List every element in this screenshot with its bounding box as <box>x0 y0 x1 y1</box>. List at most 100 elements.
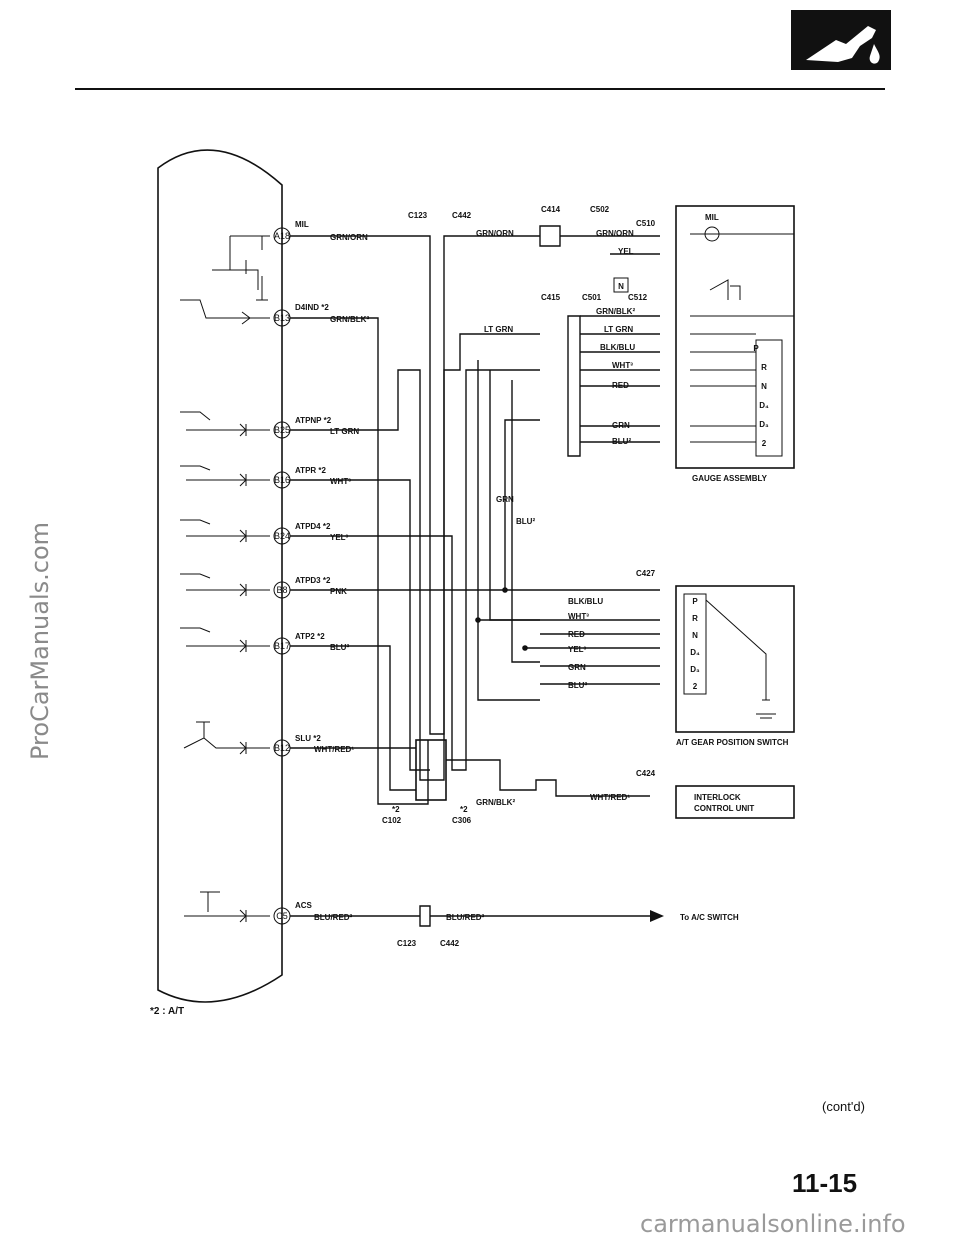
wire-b17: BLU² <box>330 643 349 652</box>
conn-c502: C502 <box>590 205 610 214</box>
signal-acs: ACS <box>295 901 313 910</box>
inline-connectors <box>415 315 581 801</box>
gauge-pos-d3: D₃ <box>759 420 769 429</box>
gs-wire-yel3: YEL³ <box>568 645 587 654</box>
gauge-wires <box>580 235 660 443</box>
wire-label-blu-red-right: BLU/RED² <box>446 913 485 922</box>
wire-label-blk-blu: BLK/BLU <box>600 343 635 352</box>
pin-c5-id: C5 <box>276 911 288 921</box>
conn-star-c306: *2 <box>460 805 468 814</box>
wire-c5: BLU/RED² <box>314 913 353 922</box>
gauge-pos-2: 2 <box>762 439 767 448</box>
conn-c510: C510 <box>636 219 656 228</box>
pin-b12-id: B12 <box>274 743 290 753</box>
signal-atp2: ATP2 *2 <box>295 632 325 641</box>
fuel-nozzle-icon <box>791 10 891 70</box>
signal-atpr: ATPR *2 <box>295 466 327 475</box>
gauge-pos-r: R <box>761 363 767 372</box>
gs-pos-d3: D₃ <box>690 665 700 674</box>
gauge-pos-d4: D₄ <box>759 401 769 410</box>
footnote: *2 : A/T <box>150 1006 184 1017</box>
wire-label-grn-mid: GRN <box>496 495 514 504</box>
conn-c414: C414 <box>541 205 561 214</box>
pin-b8-id: B8 <box>276 585 287 595</box>
conn-c442-top: C442 <box>452 211 472 220</box>
pin-b25-id: B25 <box>274 425 290 435</box>
gauge-assembly-title: GAUGE ASSEMBLY <box>692 474 768 483</box>
gs-wire-grn: GRN <box>568 663 586 672</box>
ecm-internal-circuits <box>180 235 270 923</box>
pin-b13-id: B13 <box>274 313 290 323</box>
signal-slu: SLU *2 <box>295 734 321 743</box>
wire-label-grn-orn-right: GRN/ORN <box>596 229 634 238</box>
page-number: 11-15 <box>792 1168 857 1198</box>
gs-pos-n: N <box>692 631 698 640</box>
gs-wire-wht3: WHT³ <box>568 612 589 621</box>
wire-b25: LT GRN <box>330 427 359 436</box>
wire-label-red: RED <box>612 381 629 390</box>
gauge-n-indicator: N <box>618 282 624 291</box>
interlock-control-unit <box>675 785 795 819</box>
pin-b24-id: B24 <box>274 531 290 541</box>
gs-wire-red: RED <box>568 630 585 639</box>
signal-d4ind: D4IND *2 <box>295 303 329 312</box>
gauge-assembly <box>675 205 795 469</box>
watermark-left: ProCarManuals.com <box>26 522 54 760</box>
wire-b24: YEL³ <box>330 533 349 542</box>
gs-pos-2: 2 <box>693 682 698 691</box>
conn-c501: C501 <box>582 293 602 302</box>
conn-c442-bottom: C442 <box>440 939 460 948</box>
gs-pos-r: R <box>692 614 698 623</box>
conn-c424: C424 <box>636 769 656 778</box>
wire-label-grn-blk-bottom: GRN/BLK² <box>476 798 515 807</box>
signal-atpd4: ATPD4 *2 <box>295 522 331 531</box>
gs-pos-p: P <box>692 597 698 606</box>
ac-switch-arrow <box>650 910 664 922</box>
wire-label-lt-grn-right: LT GRN <box>604 325 633 334</box>
watermark-bottom: carmanualsonline.info <box>640 1210 906 1238</box>
gauge-mil-label: MIL <box>705 213 719 222</box>
signal-atpd3: ATPD3 *2 <box>295 576 331 585</box>
conn-c102: C102 <box>382 816 402 825</box>
wire-label-yel: YEL <box>618 247 634 256</box>
conn-c123-bottom: C123 <box>397 939 417 948</box>
interlock-line2: CONTROL UNIT <box>694 804 754 813</box>
gs-wire-blu2: BLU² <box>568 681 587 690</box>
gear-switch-wires <box>475 587 660 685</box>
wire-label-lt-grn-left: LT GRN <box>484 325 513 334</box>
interlock-line1: INTERLOCK <box>694 793 741 802</box>
interlock-wire-label: WHT/RED¹ <box>590 793 630 802</box>
conn-c415: C415 <box>541 293 561 302</box>
wire-a18: GRN/ORN <box>330 233 368 242</box>
conn-c123-top: C123 <box>408 211 428 220</box>
ac-switch-label: To A/C SWITCH <box>680 913 739 922</box>
contd-label: (cont'd) <box>822 1099 865 1114</box>
conn-c512: C512 <box>628 293 648 302</box>
gs-pos-d4: D₄ <box>690 648 700 657</box>
conn-c427: C427 <box>636 569 656 578</box>
gauge-pos-n: N <box>761 382 767 391</box>
wire-label-wht3: WHT³ <box>612 361 633 370</box>
gs-wire-blk-blu: BLK/BLU <box>568 597 603 606</box>
wire-label-blu2: BLU² <box>612 437 631 446</box>
pin-a18-id: A18 <box>274 231 290 241</box>
conn-star-c102: *2 <box>392 805 400 814</box>
wire-label-grn: GRN <box>612 421 630 430</box>
wire-label-grn-blk: GRN/BLK² <box>596 307 635 316</box>
wire-b13: GRN/BLK² <box>330 315 369 324</box>
wire-label-blu2-mid: BLU² <box>516 517 535 526</box>
wire-b12: WHT/RED¹ <box>314 745 354 754</box>
gauge-pos-p: P <box>753 344 759 353</box>
gear-position-switch <box>675 585 795 733</box>
signal-atpnp: ATPNP *2 <box>295 416 332 425</box>
wire-b8: PNK <box>330 587 347 596</box>
pin-b17-id: B17 <box>274 641 290 651</box>
ecm-outline <box>157 149 283 1003</box>
gear-switch-title: A/T GEAR POSITION SWITCH <box>676 738 789 747</box>
pin-b16-id: B16 <box>274 475 290 485</box>
conn-c306: C306 <box>452 816 472 825</box>
signal-mil: MIL <box>295 220 309 229</box>
wire-b16: WHT³ <box>330 477 351 486</box>
wire-label-grn-orn-mid: GRN/ORN <box>476 229 514 238</box>
